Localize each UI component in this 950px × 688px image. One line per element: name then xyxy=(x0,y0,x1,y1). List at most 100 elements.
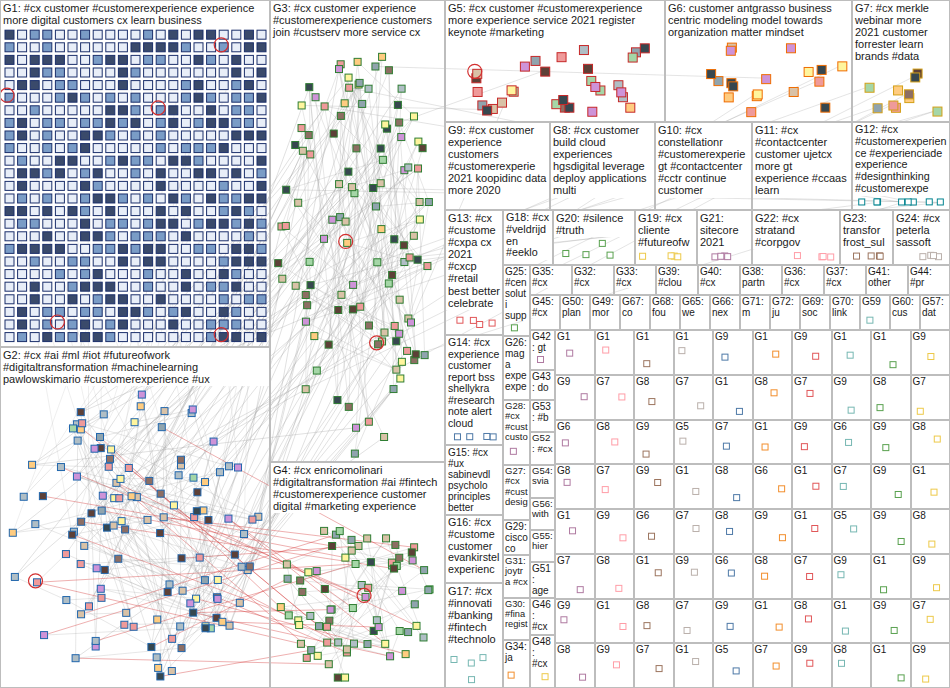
vertex-square xyxy=(718,253,724,259)
vertex-square xyxy=(454,434,460,440)
group-box: G8 xyxy=(871,375,911,420)
group-label: G9 xyxy=(872,600,910,611)
vertex-square xyxy=(207,244,216,253)
vertex-square xyxy=(232,219,241,228)
vertex-square xyxy=(118,43,127,52)
group-label: G8 xyxy=(793,600,831,611)
vertex-square xyxy=(169,295,178,304)
network-line xyxy=(317,326,369,371)
group-label: G1 xyxy=(714,376,752,387)
vertex-square xyxy=(779,486,785,492)
vertex-square xyxy=(106,455,113,462)
group-label: G34: ja xyxy=(504,641,529,663)
vertex-square xyxy=(404,347,411,354)
vertex-square xyxy=(181,257,190,266)
vertex-square xyxy=(30,43,39,52)
group-label: G23: transfor frost_sul xyxy=(841,211,892,249)
group-box: G7 xyxy=(595,375,635,420)
vertex-square xyxy=(181,207,190,216)
vertex-square xyxy=(219,333,228,342)
group-box: G8 xyxy=(634,599,674,644)
vertex-square xyxy=(144,93,153,102)
vertex-square xyxy=(177,623,184,630)
vertex-square xyxy=(137,403,144,410)
vertex-square xyxy=(838,62,847,71)
vertex-square xyxy=(297,640,304,647)
vertex-square xyxy=(299,588,306,595)
vertex-square xyxy=(379,53,386,60)
group-label: G8 xyxy=(754,376,792,387)
vertex-square xyxy=(131,68,140,77)
vertex-square xyxy=(805,616,811,622)
vertex-square xyxy=(169,30,178,39)
vertex-square xyxy=(894,86,903,95)
vertex-square xyxy=(131,43,140,52)
vertex-square xyxy=(5,106,14,115)
vertex-square xyxy=(181,93,190,102)
group-label: G1 xyxy=(635,331,673,342)
group-box: G34: ja xyxy=(503,640,530,688)
network-line xyxy=(102,85,359,511)
group-label: G18: #cx #veldrijden #eeklo xyxy=(504,211,552,260)
vertex-square xyxy=(813,353,819,359)
vertex-square xyxy=(867,317,873,323)
vertex-square xyxy=(78,518,85,525)
vertex-square xyxy=(926,199,932,205)
vertex-square xyxy=(207,30,216,39)
vertex-square xyxy=(91,445,98,452)
vertex-square xyxy=(68,144,77,153)
vertex-square xyxy=(93,232,102,241)
group-box: G8 xyxy=(832,643,872,688)
vertex-square xyxy=(324,639,331,646)
vertex-square xyxy=(98,594,105,601)
vertex-square xyxy=(375,624,382,631)
vertex-square xyxy=(292,142,299,149)
group-box: G41: other xyxy=(866,265,908,295)
vertex-square xyxy=(101,566,108,573)
self-loop xyxy=(214,38,228,52)
vertex-square xyxy=(302,386,309,393)
group-box: G19: #cx cliente #futureofw xyxy=(635,210,697,265)
group-label: G11: #cx #contactcenter customer ujetcx … xyxy=(753,123,851,198)
vertex-square xyxy=(508,672,514,678)
group-box: G60: cus xyxy=(890,295,920,330)
vertex-square xyxy=(244,181,253,190)
vertex-square xyxy=(18,194,27,203)
group-label: G71: m xyxy=(741,296,769,318)
group-box: G9 xyxy=(555,375,595,420)
group-box: G51: age xyxy=(530,562,555,598)
vertex-square xyxy=(415,165,422,172)
vertex-square xyxy=(18,181,27,190)
vertex-square xyxy=(93,118,102,127)
vertex-square xyxy=(131,194,140,203)
vertex-square xyxy=(877,405,883,411)
vertex-square xyxy=(144,144,153,153)
vertex-square xyxy=(877,253,883,259)
group-label: G8 xyxy=(714,465,752,476)
vertex-square xyxy=(144,295,153,304)
vertex-square xyxy=(727,528,733,534)
group-box: G1 xyxy=(832,599,872,644)
vertex-square xyxy=(207,181,216,190)
group-label: G60: cus xyxy=(891,296,919,318)
vertex-square xyxy=(559,96,568,105)
network-line xyxy=(81,522,169,585)
vertex-square xyxy=(207,320,216,329)
vertex-square xyxy=(356,79,363,86)
vertex-square xyxy=(169,232,178,241)
vertex-square xyxy=(349,184,356,191)
group-label: G4: #cx enricomolinari #digitaltransform… xyxy=(271,463,444,513)
vertex-square xyxy=(194,257,203,266)
network-line xyxy=(352,540,417,626)
vertex-square xyxy=(207,307,216,316)
group-box: G24: #cx peterla sassoft xyxy=(893,210,950,265)
vertex-square xyxy=(194,144,203,153)
group-label: G7 xyxy=(596,376,634,387)
group-box: G9 xyxy=(911,554,950,599)
vertex-square xyxy=(854,253,860,259)
vertex-square xyxy=(421,567,428,574)
network-line xyxy=(114,526,196,599)
group-box: G52: #cx xyxy=(530,432,555,465)
vertex-square xyxy=(81,295,90,304)
group-label: G1 xyxy=(556,331,594,342)
